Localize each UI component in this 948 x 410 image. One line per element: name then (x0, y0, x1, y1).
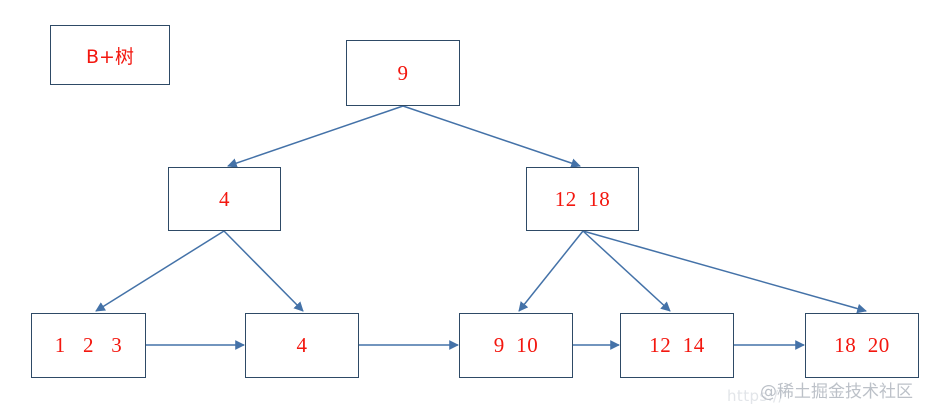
tree-node-root[interactable]: 9 (346, 40, 460, 106)
watermark-url: https:// (727, 387, 784, 405)
edge-internal-right-to-leaf-4 (582, 230, 671, 312)
tree-node-leaf-5-keys: 18 20 (834, 333, 890, 357)
tree-node-leaf-1-keys: 1 2 3 (54, 333, 123, 357)
tree-node-leaf-1[interactable]: 1 2 3 (31, 313, 146, 378)
tree-node-leaf-3-keys: 9 10 (493, 333, 539, 357)
edge-internal-left-to-leaf-1 (95, 230, 225, 312)
tree-node-root-keys: 9 (397, 60, 409, 85)
tree-node-leaf-4-keys: 12 14 (649, 333, 705, 357)
tree-node-internal-right[interactable]: 12 18 (526, 167, 639, 231)
tree-node-internal-left-keys: 4 (219, 186, 230, 211)
tree-node-internal-left[interactable]: 4 (168, 167, 281, 231)
edge-internal-left-to-leaf-2 (223, 230, 304, 312)
edge-root-to-internal-left (227, 105, 404, 168)
tree-node-internal-right-keys: 12 18 (554, 186, 611, 211)
edge-root-to-internal-right (402, 105, 581, 168)
diagram-title-box: B+树 (50, 25, 170, 85)
edge-internal-right-to-leaf-5 (582, 230, 867, 314)
tree-node-leaf-5[interactable]: 18 20 (805, 313, 919, 378)
tree-node-leaf-4[interactable]: 12 14 (620, 313, 734, 378)
tree-node-leaf-3[interactable]: 9 10 (459, 313, 573, 378)
edge-internal-right-to-leaf-3 (518, 230, 584, 312)
tree-node-leaf-2-keys: 4 (296, 333, 308, 357)
tree-node-leaf-2[interactable]: 4 (245, 313, 359, 378)
watermark-brand: @稀土掘金技术社区 (760, 382, 913, 402)
diagram-title-label: B+树 (86, 45, 134, 68)
